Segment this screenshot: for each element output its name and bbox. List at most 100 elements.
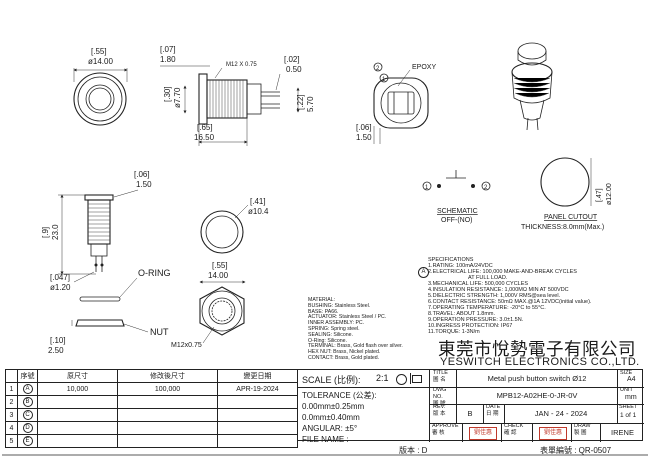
file-name-label: FILE NAME : — [302, 435, 349, 444]
spec-line: 5.DIELECTRIC STRENGTH: 1,000V RMS@sea le… — [428, 293, 561, 299]
hexnut-front: [.55] 14.00 M12x0.75 — [171, 261, 246, 349]
date-label-cn: 日 期 — [486, 411, 499, 417]
nut-thk-in: [.10] — [50, 336, 66, 345]
approve-stamp: 劉佳惠 — [469, 427, 497, 440]
asm-len-in: [.9] — [41, 227, 50, 238]
asm-top-mm: 1.50 — [136, 180, 152, 189]
title-value: Metal push button switch Ø12 — [487, 374, 587, 383]
thread-spec: M12 X 0.75 — [226, 62, 257, 68]
draw-value: IRENE — [611, 428, 634, 437]
hex-thread: M12x0.75 — [171, 342, 202, 349]
title-block: SCALE (比例): 2:1 TOLERANCE (公差): 0.00mm±0… — [297, 369, 644, 444]
front-dia-in: [.55] — [91, 47, 107, 56]
asm-top-in: [.06] — [134, 170, 150, 179]
pin1-label: 1 — [382, 77, 386, 83]
material-line: BASE: PA66. — [308, 308, 339, 315]
scale-value: 2:1 — [376, 373, 389, 383]
material-line: SPRING: Spring steel. — [308, 325, 360, 332]
pin-dia-in: [.047] — [50, 273, 70, 282]
title-label: TITLE — [433, 370, 448, 376]
iso-view — [511, 42, 553, 131]
length-in: [.65] — [197, 123, 213, 132]
material-line: SEALING: Silicone. — [308, 331, 353, 338]
header-date: 變更日期 — [217, 369, 298, 383]
rev-label: REV. — [433, 404, 446, 410]
rear-dim-mm: 1.50 — [356, 133, 372, 142]
dwg-label: DWG NO. — [433, 387, 447, 400]
spec-line: 2.ELECTRICAL LIFE: 100,000 MAKE-AND-BREA… — [428, 269, 577, 275]
check-label: CHECK — [504, 423, 524, 429]
flange-in: [.07] — [160, 45, 176, 54]
size-label: SIZE — [620, 370, 633, 376]
check-stamp: 劉佳惠 — [539, 427, 567, 440]
spec-revision-mark: A — [418, 267, 429, 278]
date-label: DATE — [486, 404, 501, 410]
sheet-value: 1 of 1 — [620, 412, 637, 419]
specifications-block: SPECIFICATIONS 1.RATING: 100mA/24VDC 2.E… — [428, 257, 643, 335]
spec-line: 3.MECHANICAL LIFE: 500,000 CYCLES — [428, 281, 529, 287]
sheet-label: SHEET — [619, 404, 638, 410]
schematic-subtitle: OFF-(NO) — [441, 217, 473, 224]
rev-label-cn: 版 本 — [433, 411, 446, 417]
nut-thk-mm: 2.50 — [48, 346, 64, 355]
assembly-view: [.06] 1.50 [.9] 23.0 [.047] ø1.20 O-RING — [41, 170, 171, 355]
size-value: A4 — [627, 376, 636, 383]
spec-line: AT FULL LOAD. — [468, 275, 508, 281]
oring-front: [.41] ø10.4 — [200, 197, 269, 254]
cutout-in: [.47] — [596, 188, 603, 202]
schematic-p1: 1 — [425, 185, 429, 191]
oring-dia-mm: ø10.4 — [248, 207, 269, 216]
rev-mark: D — [22, 423, 33, 433]
spec-line: 6.CONTACT RESISTANCE: 50mΩ MAX.@1A 12VDC… — [428, 299, 592, 305]
spec-line: 1.RATING: 100mA/24VDC — [428, 263, 493, 269]
table-row: 3 C — [5, 408, 298, 422]
material-line: INNER ASSEMBLY: PC. — [308, 320, 365, 327]
hex-in: [.55] — [212, 261, 228, 270]
table-row: 5 E — [5, 434, 298, 448]
unit-label: UNIT — [620, 387, 633, 393]
approve-label: APPROVE — [432, 423, 459, 429]
company-name-cn: 東莞市悅勢電子有限公司 — [438, 340, 636, 360]
material-line: BUSHING: Stainless Steel. — [308, 302, 371, 309]
revision-table: 序號 原尺寸 修改後尺寸 變更日期 1 A 10,000 100,000 APR… — [5, 369, 298, 448]
front-view: [.55] ø14.00 — [73, 47, 128, 126]
panel-thickness: THICKNESS:8.0mm(Max.) — [521, 224, 604, 231]
header-mod: 修改後尺寸 — [117, 369, 218, 383]
tolerance-1: 0.00mm±0.25mm — [302, 402, 365, 411]
projection-icon — [396, 374, 407, 385]
panel-title: PANEL CUTOUT — [544, 214, 598, 221]
epoxy-label: EPOXY — [412, 64, 436, 71]
rev-mark: A — [22, 384, 33, 394]
projection-cone-icon — [410, 373, 422, 384]
hex-mm: 14.00 — [208, 271, 229, 280]
tolerance-label: TOLERANCE (公差): — [302, 391, 377, 400]
length-mm: 16.50 — [194, 133, 215, 142]
pin-dia-mm: ø1.20 — [50, 283, 71, 292]
spec-line: 9.OPERATION PRESSURE: 3.0±1.5N. — [428, 317, 524, 323]
tolerance-angular: ANGULAR: ±5° — [302, 424, 358, 433]
spec-line: 8.TRAVEL: ABOUT 1.8mm. — [428, 311, 496, 317]
dwg-label-cn: 圖 號 — [433, 401, 446, 407]
front-dia-mm: ø14.00 — [88, 57, 113, 66]
spec-line: 11.TORQUE: 1-3N/m — [428, 329, 480, 335]
rev-mark: B — [22, 397, 33, 407]
spec-line: 10.INGRESS PROTECTION: IP67 — [428, 323, 513, 329]
schematic-title: SCHEMATIC — [437, 208, 478, 215]
material-line: MATERIAL: — [308, 297, 335, 303]
dia-770-mm: ø7.70 — [173, 87, 182, 108]
header-no: 序號 — [17, 369, 38, 383]
table-row: 4 D — [5, 421, 298, 435]
rev-mark: C — [22, 410, 33, 420]
header-orig: 原尺寸 — [37, 369, 118, 383]
gap-mm: 0.50 — [286, 65, 302, 74]
material-line: HEX NUT: Brass, Nickel plated. — [308, 349, 381, 356]
gap-in: [.02] — [284, 55, 300, 64]
tolerance-2: 0.0mm±0.40mm — [302, 413, 360, 422]
check-label-cn: 確 認 — [504, 430, 517, 436]
footer-version: 版本 : D — [399, 446, 428, 455]
table-row: 2 B — [5, 395, 298, 409]
rev-value: B — [467, 409, 473, 418]
draw-label: DRAW — [574, 423, 591, 429]
material-line: TERMINAL: Brass, Gold flash over silver. — [308, 343, 403, 350]
